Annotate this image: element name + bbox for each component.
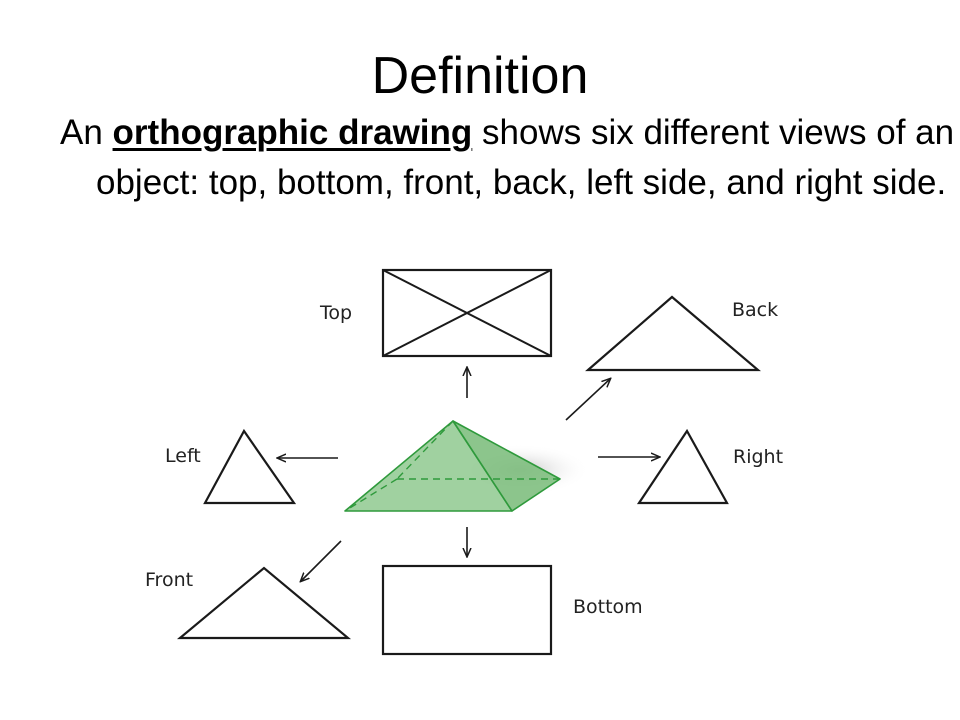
- definition-suffix: shows six different views of an object: …: [96, 113, 955, 202]
- definition-text: An orthographic drawing shows six differ…: [60, 108, 956, 208]
- definition-prefix: An: [60, 113, 103, 152]
- pyramid-3d: [344, 420, 590, 512]
- top-label: Top: [319, 302, 352, 324]
- back-label: Back: [732, 299, 778, 321]
- arrow-to-front: [301, 540, 342, 581]
- front-view: Front: [145, 566, 352, 640]
- left-label: Left: [165, 445, 201, 467]
- back-view: Back: [585, 295, 778, 372]
- left-view: Left: [165, 428, 297, 505]
- right-view-triangle: [636, 428, 729, 505]
- pyramid-face-right: [452, 420, 561, 512]
- bottom-view: Bottom: [381, 564, 643, 656]
- right-view: Right: [636, 428, 783, 505]
- pyramid-hidden-edge: [344, 478, 398, 512]
- slide-title: Definition: [371, 47, 589, 105]
- top-view-rectangle: [381, 268, 553, 358]
- bottom-label: Bottom: [573, 596, 643, 618]
- right-label: Right: [733, 446, 783, 468]
- arrow-to-back: [565, 379, 610, 421]
- bottom-view-rectangle: [381, 564, 553, 656]
- left-view-triangle: [203, 428, 297, 505]
- top-view: Top: [319, 268, 553, 358]
- front-label: Front: [145, 569, 193, 591]
- top-view-diagonal: [382, 269, 552, 357]
- front-view-triangle: [176, 566, 352, 640]
- back-view-triangle: [585, 295, 761, 372]
- pyramid-hidden-edge: [396, 420, 454, 480]
- definition-term: orthographic drawing: [112, 113, 473, 152]
